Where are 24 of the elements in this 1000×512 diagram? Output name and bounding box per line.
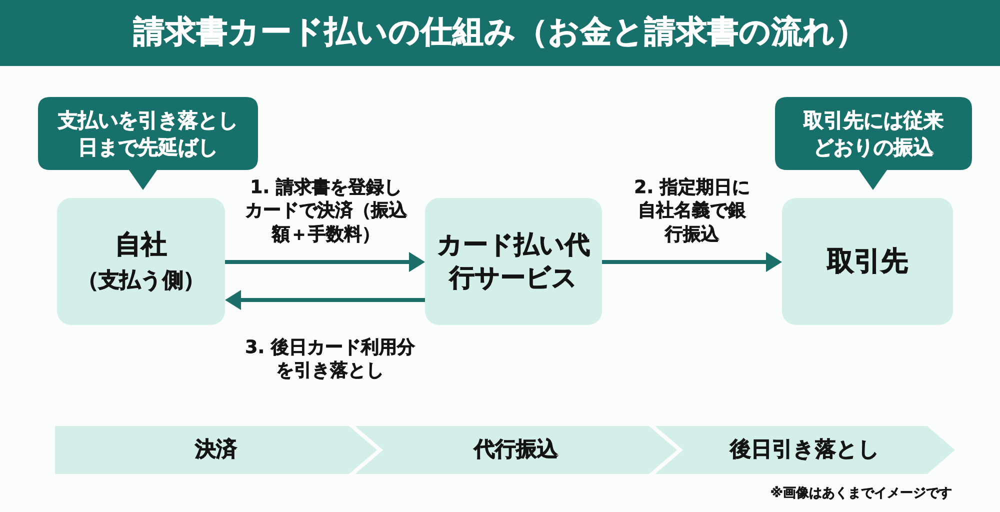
edge-label: 3. 後日カード利用分を引き落とし [244,336,416,383]
callout-text: 取引先には従来どおりの振込 [802,106,944,160]
arrow [602,252,782,272]
edge-label: 2. 指定期日に自社名義で銀行振込 [633,176,751,246]
footnote: ※画像はあくまでイメージです [770,486,952,503]
edge-label: 1. 請求書を登録しカードで決済（振込額＋手数料） [244,176,408,246]
process-stage-band [655,426,955,474]
process-stage-band [355,426,677,474]
node-title: 取引先 [827,244,908,279]
callout-text: 支払いを引き落とし日まで先延ばし [56,106,239,160]
process-box [782,198,953,325]
arrow [225,252,425,272]
callout-bubble [775,97,972,190]
arrow [225,290,425,310]
node-title: カード払い代行サービス [436,229,591,294]
stage-label: 決済 [195,437,237,463]
stage-label: 代行振込 [474,437,558,463]
title: 請求書カード払いの仕組み（お金と請求書の流れ） [133,14,867,52]
node-subtitle: （支払う側） [78,266,204,294]
stage-label: 後日引き落とし [730,437,880,463]
node-title: 自社 [115,228,167,262]
process-box [57,198,225,325]
process-stage-band [55,426,377,474]
process-box [425,198,602,325]
